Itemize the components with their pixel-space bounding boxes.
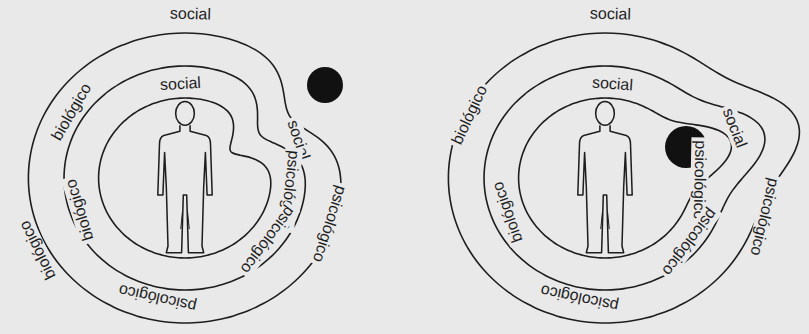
ring-label: biológico xyxy=(61,174,98,245)
ring-arc xyxy=(64,66,305,290)
ring-arc xyxy=(484,66,765,290)
ring-label: psicológico xyxy=(536,280,623,315)
ring-label: social xyxy=(586,4,633,23)
ring-arc xyxy=(28,33,340,323)
ring-label: social xyxy=(588,73,636,94)
ring-label: social xyxy=(717,103,751,153)
rings xyxy=(28,33,799,323)
ring-label: biológico xyxy=(447,80,493,150)
ring-arc xyxy=(99,98,271,258)
human-figure xyxy=(578,102,632,253)
ring-arc xyxy=(448,33,799,323)
ring-label: social xyxy=(156,74,204,94)
black-dot xyxy=(307,67,343,103)
human-figure xyxy=(158,102,212,253)
ring-label: psicológico xyxy=(309,181,352,268)
ring-label: psicológico xyxy=(114,280,201,316)
ring-label: biológico xyxy=(488,176,528,247)
ring-label: psicológico xyxy=(746,174,784,261)
ring-label: biológico xyxy=(15,215,62,285)
ring-label: social xyxy=(166,4,213,23)
ring-label: psicológico xyxy=(235,201,300,280)
